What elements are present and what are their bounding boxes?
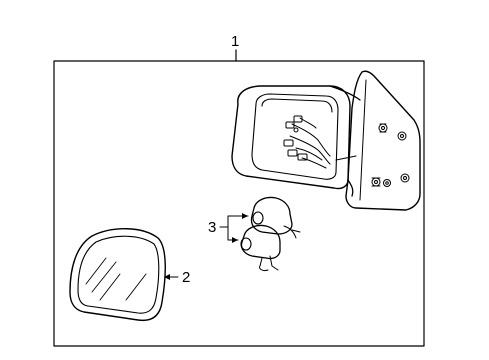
callout-2-leader [164,274,179,280]
callout-2-label: 2 [182,269,190,286]
motor-lower [240,224,281,271]
callout-3-leaders [219,213,249,243]
mirror-glass [69,228,166,322]
motor-upper [250,196,301,239]
mounting-base [345,70,421,211]
callout-1-label: 1 [231,33,239,50]
mirror-housing [231,85,361,197]
callout-3-label: 3 [208,219,216,236]
assembly-frame [53,60,425,347]
